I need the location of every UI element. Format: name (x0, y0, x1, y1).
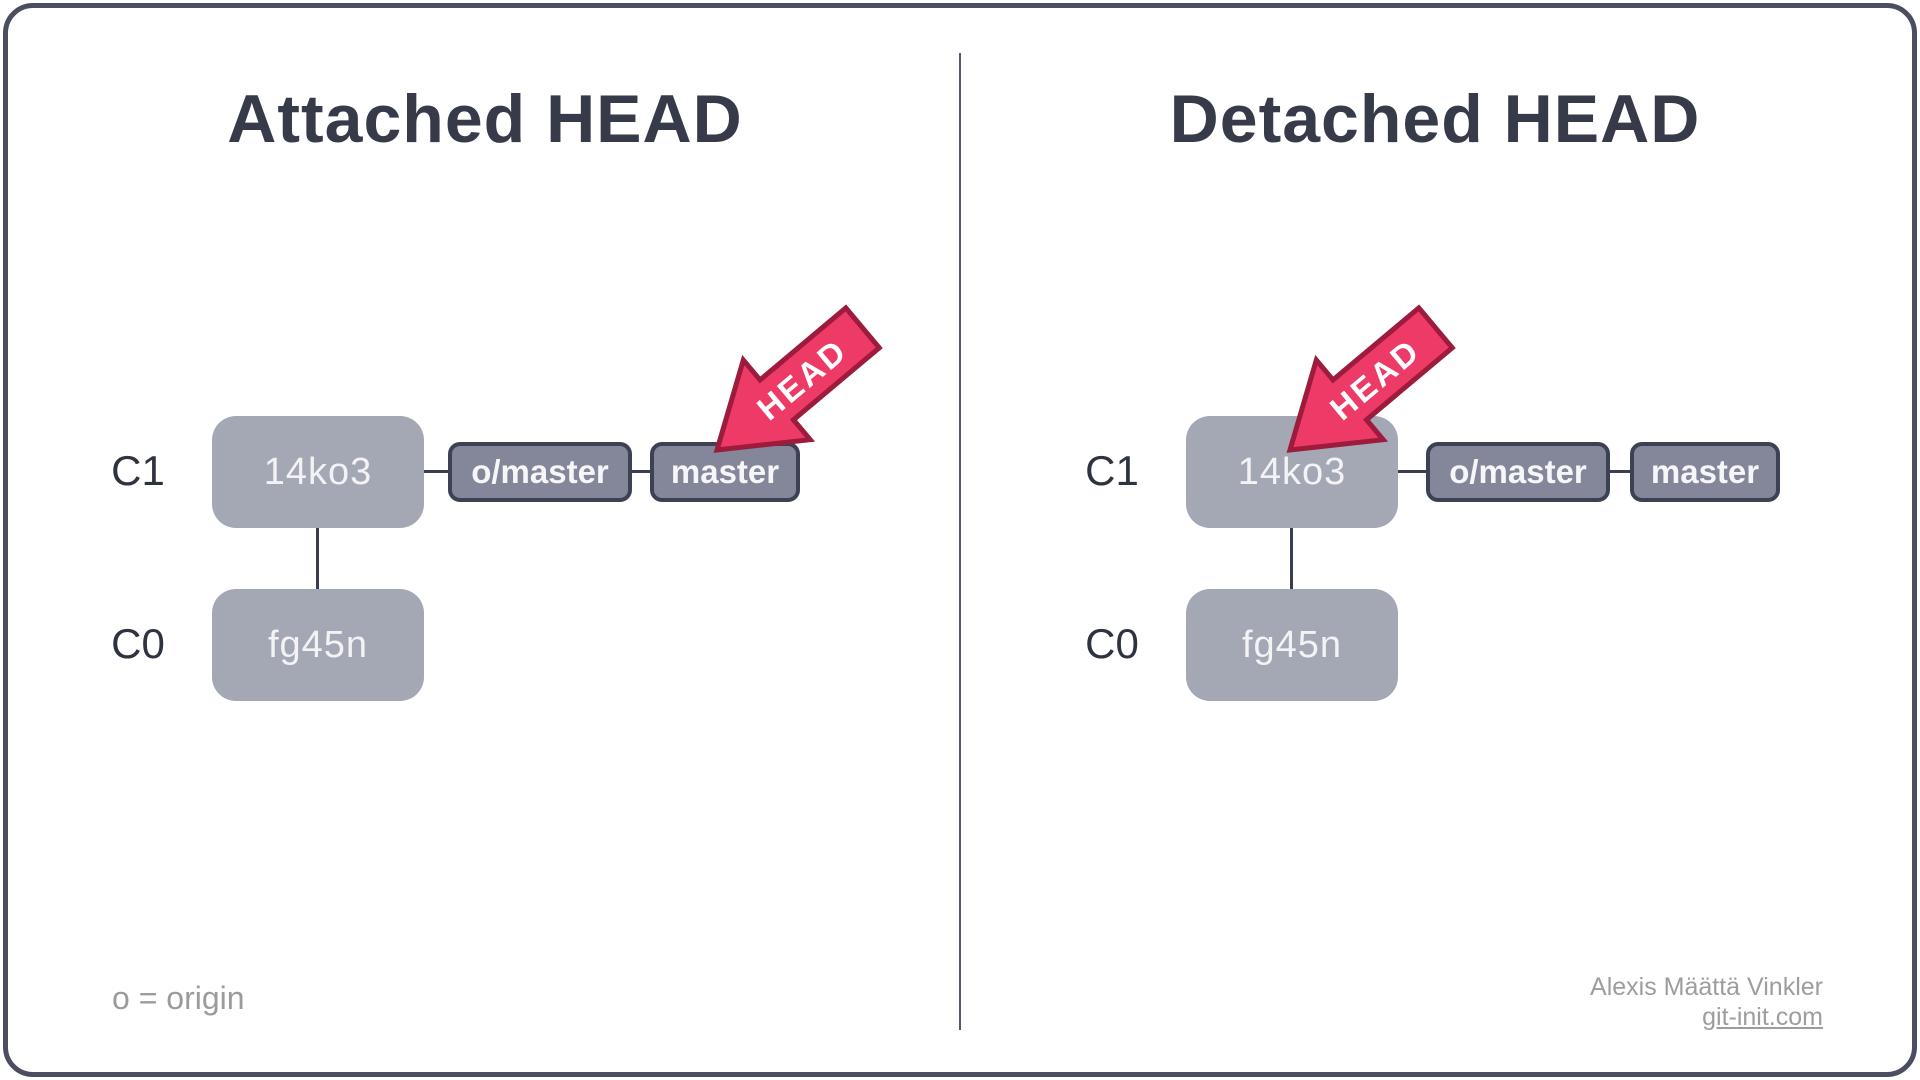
detached-commit-c1-label: C1 (1085, 447, 1139, 494)
detached-head-arrow-icon: HEAD (1286, 304, 1456, 453)
detached-commit-c1-hash: 14ko3 (1237, 450, 1347, 493)
attached-connector-commit-to-omaster (424, 470, 448, 473)
detached-commit-c0-label: C0 (1085, 620, 1139, 667)
attached-connector-c1-to-c0 (316, 528, 319, 589)
detached-ref-master: master (1630, 442, 1780, 502)
detached-commit-c0-node: fg45n (1186, 589, 1398, 701)
credits-author: Alexis Määttä Vinkler (1590, 973, 1823, 1001)
attached-commit-c0-label: C0 (111, 620, 165, 667)
credits-block: Alexis Määttä Vinkler git-init.com (1590, 972, 1823, 1032)
detached-ref-master-label: master (1650, 453, 1760, 490)
attached-commit-c1-label: C1 (111, 447, 165, 494)
detached-panel-title: Detached HEAD (1169, 81, 1701, 157)
detached-ref-omaster-label: o/master (1449, 453, 1587, 490)
attached-commit-c1-hash: 14ko3 (263, 450, 373, 493)
detached-connector-commit-to-omaster (1398, 470, 1426, 473)
attached-ref-omaster-label: o/master (471, 453, 609, 490)
detached-ref-omaster: o/master (1426, 442, 1610, 502)
detached-connector-c1-to-c0 (1290, 528, 1293, 589)
outer-frame (3, 3, 1917, 1077)
credits-site-link[interactable]: git-init.com (1702, 1003, 1823, 1031)
detached-commit-c0-hash: fg45n (1241, 623, 1343, 666)
panel-divider (959, 53, 961, 1030)
attached-connector-omaster-to-master (632, 470, 650, 473)
attached-panel-title: Attached HEAD (227, 81, 743, 157)
attached-ref-master-label: master (670, 453, 780, 490)
attached-head-arrow-icon: HEAD (713, 304, 883, 453)
attached-ref-omaster: o/master (448, 442, 632, 502)
attached-commit-c1-node: 14ko3 (212, 416, 424, 528)
attached-commit-c0-hash: fg45n (267, 623, 369, 666)
attached-commit-c0-node: fg45n (212, 589, 424, 701)
legend-origin-note: o = origin (112, 980, 245, 1016)
detached-connector-omaster-to-master (1610, 470, 1630, 473)
